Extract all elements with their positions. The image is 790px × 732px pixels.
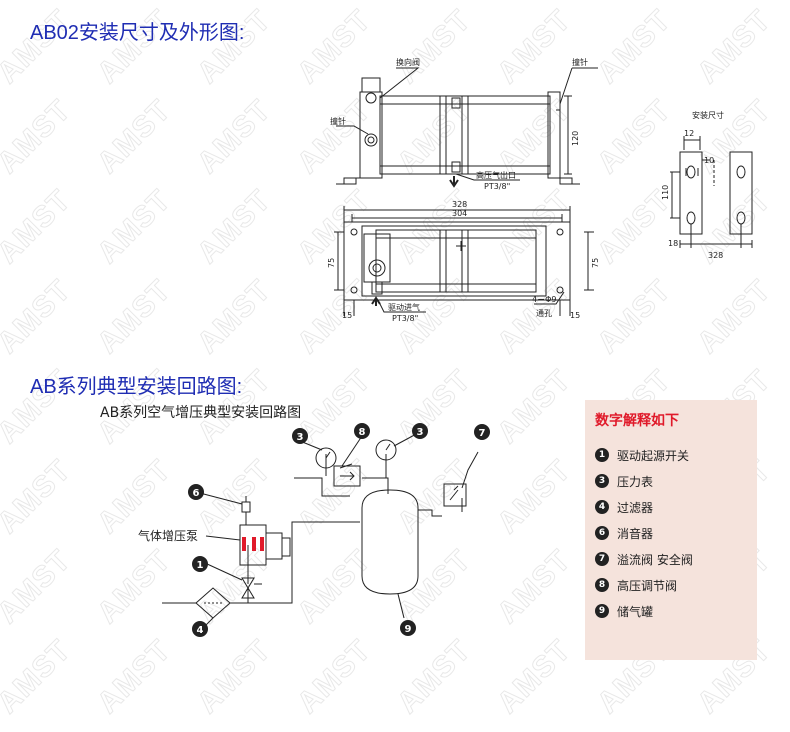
svg-text:7: 7 [479,428,486,439]
label-striker-left: 撞针 [330,116,346,126]
side-view-pump [336,67,598,185]
callout-marker-m6: 6 [188,484,204,500]
dim-15-right: 15 [570,311,580,320]
callout-marker-m3a: 3 [292,428,308,444]
callout-marker-m8: 8 [354,423,370,439]
dimension-drawing: 换向阀 撞针 撞针 120 高压气出口 PT3/8" 328 304 75 75… [327,57,753,323]
legend-item-number: 7 [595,552,609,566]
dim-120: 120 [571,131,580,146]
label-drive-thread: PT3/8" [392,314,418,323]
legend-title: 数字解释如下 [595,413,679,429]
legend-item-number: 3 [595,474,609,488]
dim-75-left: 75 [327,258,336,268]
dim-328-top: 328 [452,200,467,209]
pump-label: 气体增压泵 [138,528,198,543]
dim-75-right: 75 [591,258,600,268]
svg-text:1: 1 [197,560,204,571]
callout-marker-m9: 9 [400,620,416,636]
svg-text:3: 3 [417,427,424,438]
svg-text:6: 6 [193,488,200,499]
top-view-pump [334,206,594,316]
legend-item-number: 6 [595,526,609,540]
legend-item-text: 驱动起源开关 [617,448,690,463]
legend-item: 9 储气罐 [595,598,747,624]
label-holes: 通孔 [536,308,552,318]
legend-item: 8 高压调节阀 [595,572,747,598]
heading-dimensions: AB02安装尺寸及外形图: [30,22,245,44]
dim-110: 110 [661,185,670,200]
legend-item: 4 过滤器 [595,494,747,520]
legend-item-number: 1 [595,448,609,462]
svg-text:9: 9 [405,624,412,635]
dim-10: 10 [704,156,714,165]
label-reversing-valve: 换向阀 [396,57,420,67]
legend-item-text: 压力表 [617,474,654,489]
callout-marker-m3b: 3 [412,423,428,439]
legend-item-number: 8 [595,578,609,592]
legend-item-number: 4 [595,500,609,514]
label-striker-right: 撞针 [572,57,588,67]
legend-item: 1 驱动起源开关 [595,442,747,468]
label-holes-count: 4－Φ9 [532,295,556,304]
callout-marker-m4: 4 [192,621,208,637]
callout-marker-m1: 1 [192,556,208,572]
dim-15-left: 15 [342,311,352,320]
mounting-detail [670,136,753,248]
mount-title: 安装尺寸 [692,110,724,120]
legend-item-text: 过滤器 [617,500,654,515]
callout-marker-m7: 7 [474,424,490,440]
circuit-title: AB系列空气增压典型安装回路图 [100,405,302,421]
label-outlet: 高压气出口 [476,170,516,180]
label-outlet-thread: PT3/8" [484,182,510,191]
legend-item-text: 溢流阀 安全阀 [617,552,693,567]
dim-304: 304 [452,209,467,218]
legend-panel: 数字解释如下 1 驱动起源开关 3 压力表 4 过滤器 6 消音器 7 溢流阀 安全阀 8 高压调节阀… [585,400,757,660]
label-drive-inlet: 驱动进气 [388,302,420,312]
svg-text:4: 4 [197,625,204,636]
svg-text:3: 3 [297,432,304,443]
legend-item: 3 压力表 [595,468,747,494]
dim-12: 12 [684,129,694,138]
legend-item-text: 储气罐 [617,604,654,619]
svg-text:8: 8 [359,427,366,438]
dim-18: 18 [668,239,678,248]
legend-item-text: 高压调节阀 [617,578,678,593]
legend-item: 7 溢流阀 安全阀 [595,546,747,572]
dim-328-mount: 328 [708,251,723,260]
heading-circuit: AB系列典型安装回路图: [30,376,243,398]
legend-item: 6 消音器 [595,520,747,546]
legend-item-text: 消音器 [617,526,654,541]
legend-item-number: 9 [595,604,609,618]
